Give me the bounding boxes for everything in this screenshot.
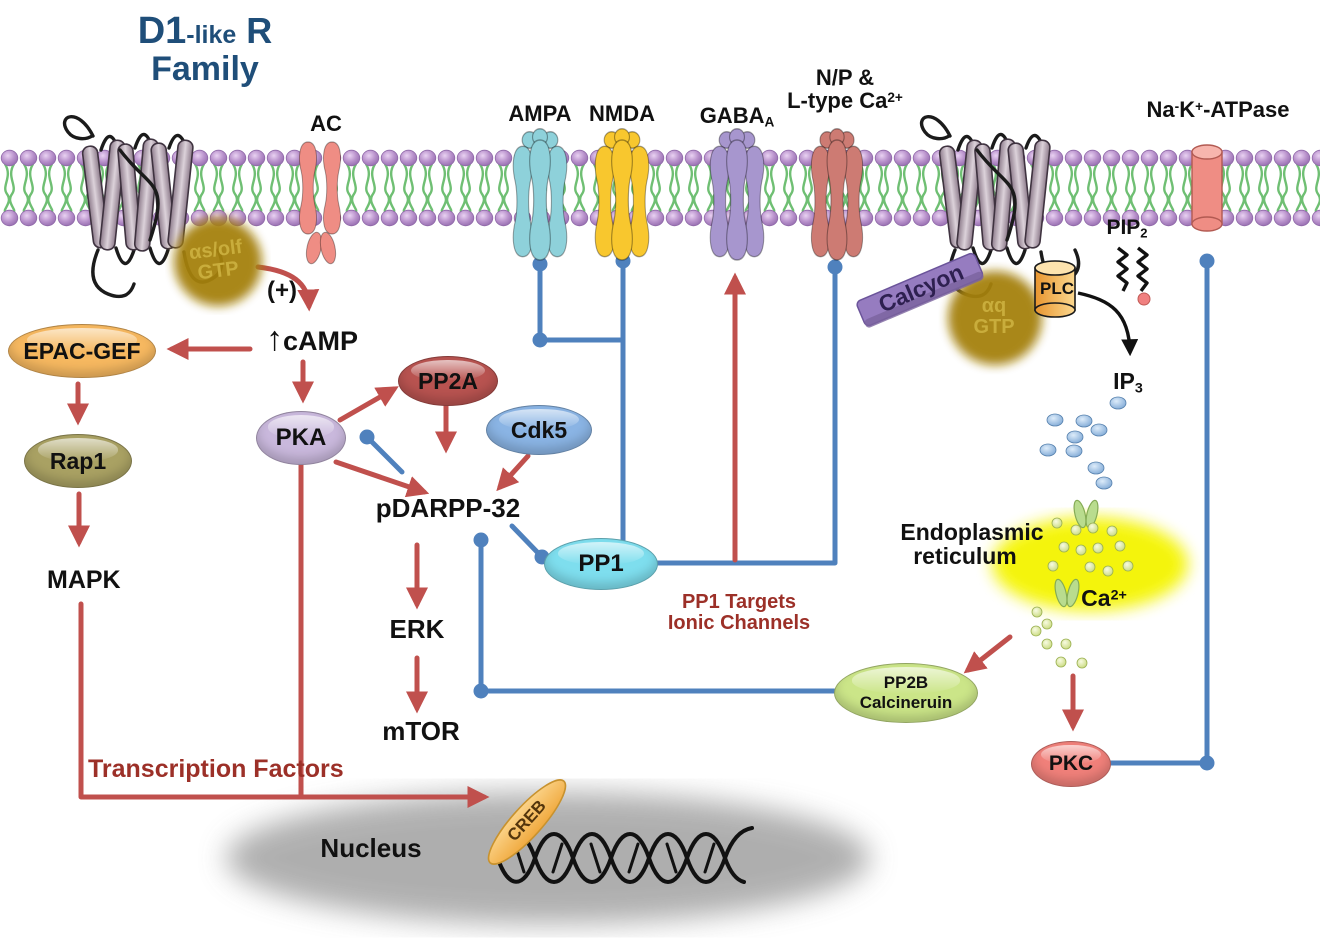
nucleus-region — [226, 792, 870, 924]
activation-arrows — [66, 264, 1085, 809]
node-epac-gef: EPAC-GEF — [8, 324, 156, 378]
ampa-label: AMPA — [508, 101, 572, 126]
mapk-label: MAPK — [47, 566, 121, 594]
nucleus-label: Nucleus — [320, 833, 422, 863]
plasma-membrane — [0, 148, 1320, 228]
node-cdk5: Cdk5 — [486, 405, 592, 455]
transcription-factors-label: Transcription Factors — [88, 755, 344, 783]
dna-helix — [495, 826, 754, 884]
node-pka: PKA — [256, 411, 346, 465]
ampa-channel — [512, 128, 568, 261]
plc-enzyme — [1034, 260, 1076, 318]
gs-olf-gtp-blob — [174, 218, 262, 306]
atpase-label: Na-K+-ATPase — [1146, 97, 1290, 122]
plus-sign-label: (+) — [267, 277, 297, 304]
pip2-lipid — [1116, 246, 1151, 306]
ip3-label: IP3 — [1113, 368, 1143, 397]
calcyon-protein — [856, 252, 984, 328]
np-ltype-label: N/P & L-type Ca2+ — [787, 65, 903, 114]
plc-to-ip3-arrow — [1077, 291, 1139, 357]
ip3-molecules — [1039, 396, 1127, 490]
mtor-label: mTOR — [382, 716, 460, 746]
ac-label: AC — [310, 111, 342, 136]
pip2-label: PIP2 — [1106, 216, 1148, 241]
creb-shape — [487, 779, 567, 865]
na-k-atpase-pump — [1191, 144, 1223, 232]
calcium-channel — [810, 128, 864, 261]
diagram-title: D1-like R Family — [137, 10, 273, 88]
calcium-ions — [1030, 517, 1134, 669]
node-rap1: Rap1 — [24, 434, 132, 488]
nmda-label: NMDA — [589, 101, 655, 126]
gaba-label: GABAA — [699, 103, 775, 130]
gaba-channel — [709, 128, 765, 261]
camp-label: ↑cAMP — [266, 320, 359, 358]
erk-label: ERK — [389, 614, 445, 644]
er-calcium-channels — [1054, 499, 1099, 608]
pdarpp32-label: pDARPP-32 — [375, 493, 521, 523]
node-pp2a: PP2A — [398, 356, 498, 406]
ac-enzyme — [298, 141, 342, 265]
node-pkc: PKC — [1031, 741, 1111, 787]
gq-gtp-blob — [948, 271, 1042, 365]
nmda-channel — [594, 128, 650, 261]
plc-label: PLC — [1040, 279, 1074, 298]
node-pp1: PP1 — [544, 538, 658, 590]
ca2-label: Ca2+ — [1081, 585, 1127, 611]
